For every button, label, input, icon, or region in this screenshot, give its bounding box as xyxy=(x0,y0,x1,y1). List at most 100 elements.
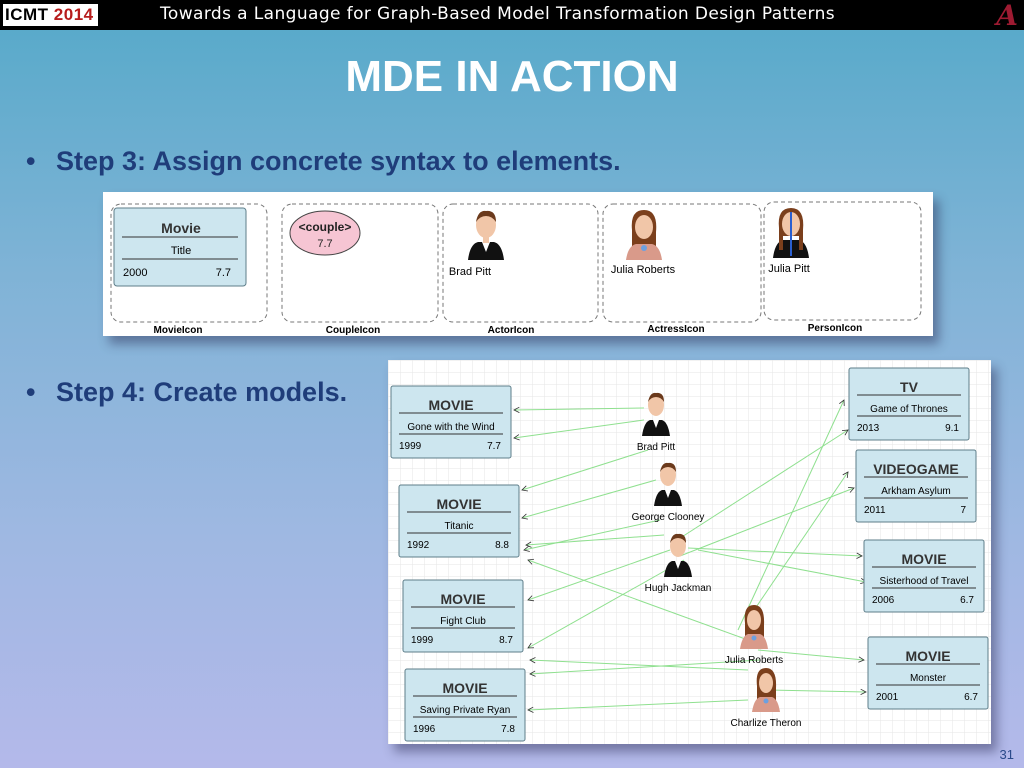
edge-arrowhead-icon xyxy=(521,485,528,492)
relationship-edge xyxy=(679,487,855,557)
movie-box-title: Movie xyxy=(161,220,201,236)
left-media-box: MOVIE Gone with the Wind 1999 7.7 xyxy=(390,385,512,459)
person-name: Charlize Theron xyxy=(731,718,802,729)
media-name: Titanic xyxy=(444,521,473,532)
actress-name: Julia Roberts xyxy=(611,264,676,276)
slide-title: MDE IN ACTION xyxy=(345,52,679,101)
media-kind: MOVIE xyxy=(442,680,487,696)
edge-arrowhead-icon xyxy=(527,706,534,713)
edge-arrowhead-icon xyxy=(529,657,536,664)
edge-arrowhead-icon xyxy=(529,670,536,677)
logo-year: 2014 xyxy=(53,5,94,24)
person-name: Hugh Jackman xyxy=(645,583,712,594)
relationship-edge xyxy=(529,659,761,675)
caption-actress-icon: ActressIcon xyxy=(647,324,704,335)
relationship-edge xyxy=(737,399,845,631)
icmt-logo: ICMT 2014 xyxy=(3,4,98,26)
person-name: Julia Roberts xyxy=(725,655,783,666)
actor-name: Brad Pitt xyxy=(449,266,491,278)
actress-figure-icon xyxy=(626,210,662,260)
relationship-edge xyxy=(673,429,849,543)
page-number: 31 xyxy=(999,747,1014,762)
relationship-edges xyxy=(513,399,867,713)
relationship-edge xyxy=(687,547,863,557)
edge-arrowhead-icon xyxy=(842,471,849,479)
media-name: Monster xyxy=(910,673,947,684)
actor-node: Brad Pitt xyxy=(637,392,676,453)
media-year: 1992 xyxy=(407,540,430,551)
media-year: 1999 xyxy=(411,635,434,646)
couple-rating: 7.7 xyxy=(317,238,332,250)
media-rating: 6.7 xyxy=(964,692,978,703)
concrete-syntax-canvas: Movie Title 2000 7.7 <couple> 7.7 Brad P… xyxy=(110,201,922,336)
media-name: Saving Private Ryan xyxy=(420,705,511,716)
concrete-syntax-panel: Movie Title 2000 7.7 <couple> 7.7 Brad P… xyxy=(103,192,933,336)
media-rating: 8.7 xyxy=(499,635,513,646)
caption-person-icon: PersonIcon xyxy=(808,323,862,334)
actress-figure-icon xyxy=(752,668,780,712)
media-year: 1999 xyxy=(399,441,422,452)
media-name: Sisterhood of Travel xyxy=(880,576,969,587)
relationship-edge xyxy=(767,689,867,693)
media-year: 2006 xyxy=(872,595,895,606)
media-rating: 7.8 xyxy=(501,724,515,735)
relationship-edge xyxy=(513,419,645,439)
media-kind: TV xyxy=(900,379,919,395)
media-rating: 7.7 xyxy=(487,441,501,452)
relationship-edge xyxy=(523,519,661,551)
media-year: 2001 xyxy=(876,692,899,703)
media-rating: 8.8 xyxy=(495,540,509,551)
bullet-step3: •Step 3: Assign concrete syntax to eleme… xyxy=(26,146,621,177)
bullet-step3-text: Step 3: Assign concrete syntax to elemen… xyxy=(56,146,621,176)
left-media-box: MOVIE Titanic 1992 8.8 xyxy=(398,484,520,558)
actor-node: George Clooney xyxy=(632,462,704,523)
person-figure-icon xyxy=(773,208,809,258)
actress-node: Julia Roberts xyxy=(725,605,783,666)
edge-arrowhead-icon xyxy=(523,545,530,552)
actress-figure-icon xyxy=(740,605,768,649)
right-media-box: MOVIE Sisterhood of Travel 2006 6.7 xyxy=(863,539,985,613)
actor-figure-icon xyxy=(642,392,670,436)
edge-arrowhead-icon xyxy=(858,656,865,663)
media-year: 1996 xyxy=(413,724,436,735)
couple-label: <couple> xyxy=(299,220,352,234)
edge-arrowhead-icon xyxy=(839,399,845,407)
relationship-edge xyxy=(527,549,671,601)
top-bar: ICMT 2014 Towards a Language for Graph-B… xyxy=(0,0,1024,32)
movie-concrete-box: Movie Title 2000 7.7 xyxy=(113,207,247,287)
bullet-step4: •Step 4: Create models. xyxy=(26,377,347,408)
edge-arrowhead-icon xyxy=(527,558,535,565)
media-kind: MOVIE xyxy=(428,397,473,413)
left-media-box: MOVIE Saving Private Ryan 1996 7.8 xyxy=(404,668,526,742)
edge-arrowhead-icon xyxy=(521,513,528,520)
media-kind: MOVIE xyxy=(905,648,950,664)
relationship-edge xyxy=(527,559,749,641)
actor-node: Hugh Jackman xyxy=(645,533,712,594)
media-name: Fight Club xyxy=(440,616,486,627)
edge-arrowhead-icon xyxy=(847,487,855,493)
media-name: Gone with the Wind xyxy=(407,422,494,433)
movie-box-rating: 7.7 xyxy=(216,267,231,279)
media-kind: MOVIE xyxy=(436,496,481,512)
edge-arrowhead-icon xyxy=(513,434,520,441)
actor-figure-icon xyxy=(468,210,504,260)
relationship-edge xyxy=(527,559,685,649)
actor-icon-frame xyxy=(442,203,599,323)
edge-arrowhead-icon xyxy=(527,642,535,649)
actor-figure-icon xyxy=(664,533,692,577)
edge-arrowhead-icon xyxy=(525,541,532,548)
media-kind: MOVIE xyxy=(901,551,946,567)
relationship-edge xyxy=(757,649,865,661)
person-name: Brad Pitt xyxy=(637,442,676,453)
actor-figure-icon xyxy=(654,462,682,506)
bullet-dot-icon: • xyxy=(26,377,36,407)
right-media-box: MOVIE Monster 2001 6.7 xyxy=(867,636,989,710)
media-rating: 6.7 xyxy=(960,595,974,606)
media-kind: VIDEOGAME xyxy=(873,461,959,477)
logo-text: ICMT xyxy=(5,5,49,24)
presentation-title: Towards a Language for Graph-Based Model… xyxy=(160,4,836,24)
